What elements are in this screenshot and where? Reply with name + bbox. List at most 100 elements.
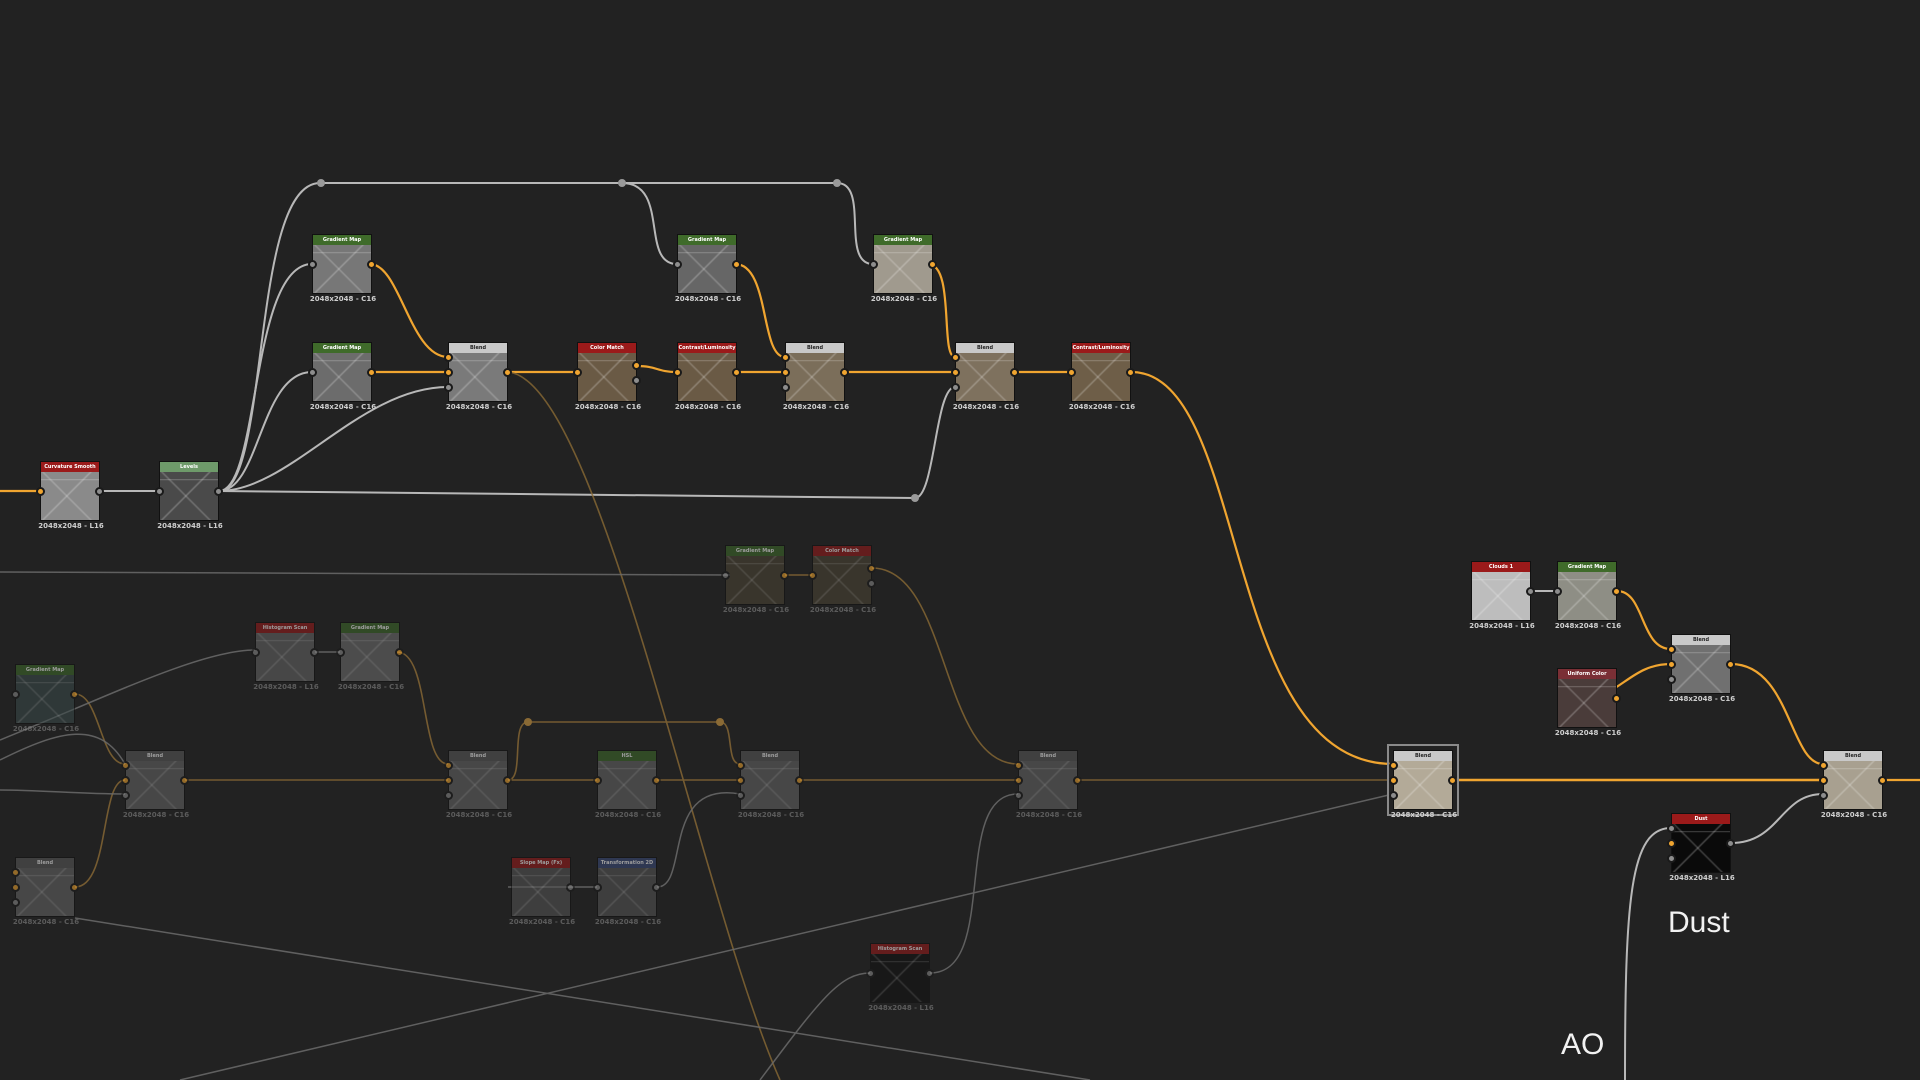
node-uniform-color[interactable]: Uniform Color 2048x2048 - C16 bbox=[1555, 668, 1621, 737]
output-port[interactable] bbox=[70, 690, 79, 699]
output-port[interactable] bbox=[310, 648, 319, 657]
node-histogram-scan[interactable]: Histogram Scan 2048x2048 - L16 bbox=[251, 622, 319, 691]
node-blend[interactable]: Blend 2048x2048 - C16 bbox=[444, 342, 512, 411]
input-port[interactable] bbox=[251, 648, 260, 657]
output-port[interactable] bbox=[1612, 694, 1621, 703]
node-blend[interactable]: Blend 2048x2048 - C16 bbox=[121, 750, 189, 819]
input-port[interactable] bbox=[593, 776, 602, 785]
input-port[interactable] bbox=[1667, 660, 1676, 669]
input-port[interactable] bbox=[781, 368, 790, 377]
output-port[interactable] bbox=[632, 361, 641, 370]
output-port[interactable] bbox=[1073, 776, 1082, 785]
node-color-match[interactable]: Color Match 2048x2048 - C16 bbox=[808, 545, 876, 614]
node-levels[interactable]: Levels 2048x2048 - L16 bbox=[155, 461, 223, 530]
node-gradient-map[interactable]: Gradient Map 2048x2048 - C16 bbox=[1553, 561, 1621, 630]
output-port[interactable] bbox=[840, 368, 849, 377]
output-port[interactable] bbox=[925, 969, 934, 978]
output-port[interactable] bbox=[395, 648, 404, 657]
reroute-dot[interactable] bbox=[524, 718, 532, 726]
input-port[interactable] bbox=[673, 260, 682, 269]
node-dust[interactable]: Dust 2048x2048 - L16 bbox=[1667, 813, 1735, 882]
output-port[interactable] bbox=[732, 368, 741, 377]
output-port[interactable] bbox=[503, 776, 512, 785]
output-port[interactable] bbox=[70, 883, 79, 892]
output-port[interactable] bbox=[1726, 839, 1735, 848]
node-gradient-map[interactable]: Gradient Map 2048x2048 - C16 bbox=[869, 234, 937, 303]
input-port[interactable] bbox=[593, 883, 602, 892]
input-port[interactable] bbox=[951, 353, 960, 362]
input-port[interactable] bbox=[444, 368, 453, 377]
input-port[interactable] bbox=[1067, 368, 1076, 377]
input-port[interactable] bbox=[121, 761, 130, 770]
input-port[interactable] bbox=[336, 648, 345, 657]
output-port[interactable] bbox=[1010, 368, 1019, 377]
output-port[interactable] bbox=[1726, 660, 1735, 669]
input-port[interactable] bbox=[36, 487, 45, 496]
output-port[interactable] bbox=[867, 564, 876, 573]
input-port[interactable] bbox=[781, 353, 790, 362]
input-port[interactable] bbox=[155, 487, 164, 496]
output-port[interactable] bbox=[180, 776, 189, 785]
input-port[interactable] bbox=[11, 898, 20, 907]
input-port[interactable] bbox=[721, 571, 730, 580]
input-port[interactable] bbox=[1819, 791, 1828, 800]
output-port[interactable] bbox=[367, 368, 376, 377]
input-port[interactable] bbox=[1819, 776, 1828, 785]
input-port[interactable] bbox=[1553, 587, 1562, 596]
node-gradient-map[interactable]: Gradient Map 2048x2048 - C16 bbox=[308, 234, 376, 303]
reroute-dot[interactable] bbox=[317, 179, 325, 187]
node-contrast-luminosity[interactable]: Contrast/Luminosity 2048x2048 - C16 bbox=[1067, 342, 1135, 411]
input-port[interactable] bbox=[951, 383, 960, 392]
output-port[interactable] bbox=[95, 487, 104, 496]
node-blend[interactable]: Blend 2048x2048 - C16 bbox=[781, 342, 849, 411]
node-slope-map[interactable]: Slope Map (Fx) 2048x2048 - C16 bbox=[509, 857, 575, 926]
output-port[interactable] bbox=[928, 260, 937, 269]
input-port[interactable] bbox=[869, 260, 878, 269]
node-blend[interactable]: Blend 2048x2048 - C16 bbox=[951, 342, 1019, 411]
node-gradient-map[interactable]: Gradient Map 2048x2048 - C16 bbox=[673, 234, 741, 303]
input-port[interactable] bbox=[1014, 761, 1023, 770]
input-port[interactable] bbox=[1667, 675, 1676, 684]
input-port[interactable] bbox=[308, 368, 317, 377]
node-contrast-luminosity[interactable]: Contrast/Luminosity 2048x2048 - C16 bbox=[673, 342, 741, 411]
input-port[interactable] bbox=[444, 383, 453, 392]
node-blend[interactable]: Blend 2048x2048 - C16 bbox=[1667, 634, 1735, 703]
reroute-dot[interactable] bbox=[618, 179, 626, 187]
output-port[interactable] bbox=[1612, 587, 1621, 596]
input-port[interactable] bbox=[736, 791, 745, 800]
node-clouds[interactable]: Clouds 1 2048x2048 - L16 bbox=[1469, 561, 1535, 630]
output-port[interactable] bbox=[652, 883, 661, 892]
input-port[interactable] bbox=[781, 383, 790, 392]
input-port[interactable] bbox=[808, 571, 817, 580]
input-port[interactable] bbox=[736, 776, 745, 785]
input-port[interactable] bbox=[11, 883, 20, 892]
input-port[interactable] bbox=[951, 368, 960, 377]
input-port[interactable] bbox=[1819, 761, 1828, 770]
node-blend[interactable]: Blend 2048x2048 - C16 bbox=[1819, 750, 1887, 819]
input-port[interactable] bbox=[866, 969, 875, 978]
input-port[interactable] bbox=[1667, 854, 1676, 863]
input-port[interactable] bbox=[11, 868, 20, 877]
input-port[interactable] bbox=[121, 791, 130, 800]
output-port[interactable] bbox=[632, 376, 641, 385]
input-port[interactable] bbox=[1667, 645, 1676, 654]
node-blend[interactable]: Blend 2048x2048 - C16 bbox=[736, 750, 804, 819]
output-port[interactable] bbox=[214, 487, 223, 496]
input-port[interactable] bbox=[121, 776, 130, 785]
output-port[interactable] bbox=[652, 776, 661, 785]
input-port[interactable] bbox=[736, 761, 745, 770]
output-port[interactable] bbox=[367, 260, 376, 269]
input-port[interactable] bbox=[444, 761, 453, 770]
input-port[interactable] bbox=[444, 353, 453, 362]
node-gradient-map[interactable]: Gradient Map 2048x2048 - C16 bbox=[308, 342, 376, 411]
node-gradient-map[interactable]: Gradient Map 2048x2048 - C16 bbox=[336, 622, 404, 691]
input-port[interactable] bbox=[673, 368, 682, 377]
output-port[interactable] bbox=[1526, 587, 1535, 596]
node-hsl[interactable]: HSL 2048x2048 - C16 bbox=[593, 750, 661, 819]
node-blend[interactable]: Blend 2048x2048 - C16 bbox=[1387, 744, 1459, 819]
node-gradient-map[interactable]: Gradient Map 2048x2048 - C16 bbox=[721, 545, 789, 614]
output-port[interactable] bbox=[1878, 776, 1887, 785]
output-port[interactable] bbox=[1448, 776, 1457, 785]
reroute-dot[interactable] bbox=[833, 179, 841, 187]
